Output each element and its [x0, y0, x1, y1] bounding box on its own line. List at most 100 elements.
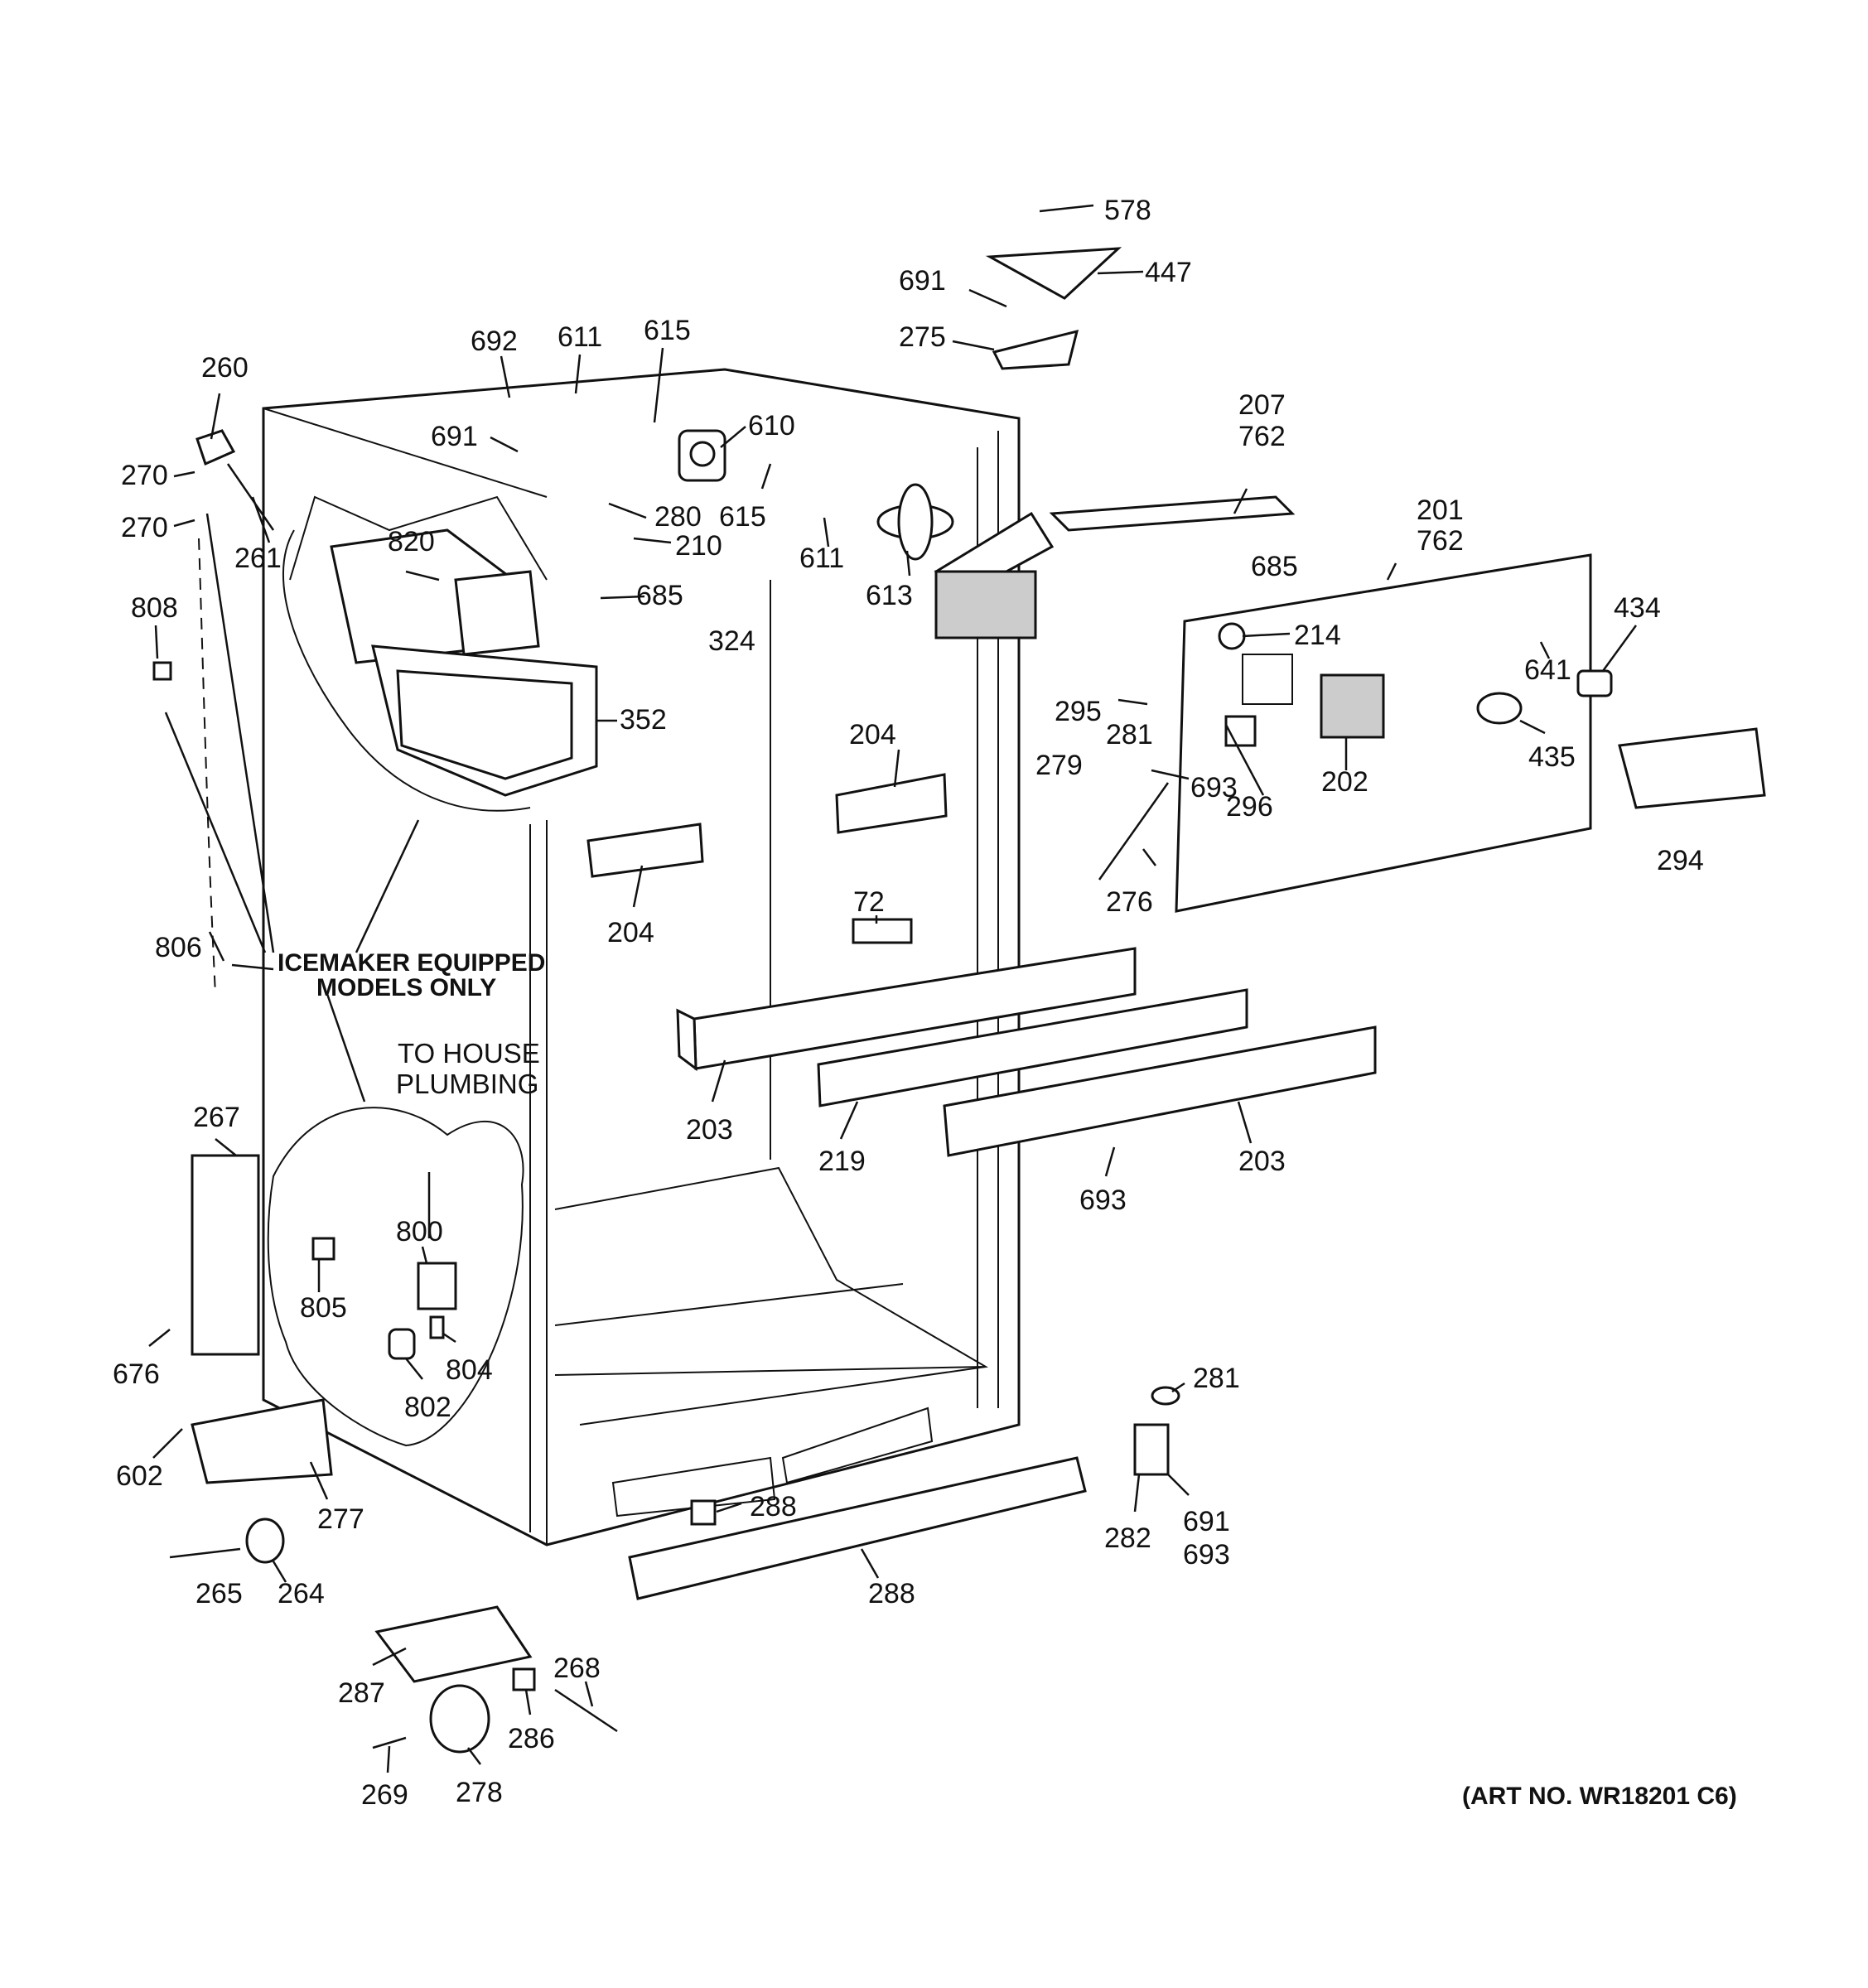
- callout-806: 806: [155, 932, 202, 963]
- callout-808: 808: [131, 592, 178, 624]
- light-bulb-435: [1476, 692, 1523, 725]
- water-line-806: [198, 538, 216, 995]
- callout-435: 435: [1528, 741, 1576, 773]
- callout-286: 286: [508, 1723, 555, 1754]
- callout-276: 276: [1106, 886, 1153, 918]
- callout-264: 264: [278, 1578, 325, 1609]
- water-valve-800: [417, 1262, 457, 1310]
- callout-278: 278: [456, 1777, 503, 1808]
- callout-611-top: 611: [558, 321, 602, 353]
- roller-278: [429, 1684, 490, 1754]
- callout-296: 296: [1226, 791, 1273, 823]
- callout-613: 613: [866, 580, 913, 611]
- fan-blade-613: [876, 483, 954, 561]
- callout-260: 260: [201, 352, 249, 384]
- evaporator-fan-motor-610: [678, 429, 726, 482]
- callout-804: 804: [446, 1354, 493, 1386]
- light-shield-294: [1618, 727, 1766, 809]
- callout-602: 602: [116, 1460, 163, 1492]
- icemaker-note-line2: MODELS ONLY: [316, 974, 496, 1001]
- callout-265: 265: [195, 1578, 243, 1609]
- bracket-802: [388, 1328, 416, 1360]
- mullion-219: [817, 988, 1248, 1107]
- fan-shroud: [934, 570, 1037, 639]
- callout-labels: 578 447 691 275 692 611 615 610 691 615 …: [113, 195, 1704, 1811]
- light-socket-434: [1576, 669, 1613, 697]
- pin-269: [372, 1736, 407, 1749]
- icemaker-note: ICEMAKER EQUIPPED MODELS ONLY: [278, 949, 545, 1001]
- callout-287: 287: [338, 1677, 385, 1709]
- axle-265: [169, 1547, 241, 1559]
- callout-282: 282: [1104, 1522, 1151, 1554]
- callout-691-hinge: 691: [1183, 1506, 1230, 1537]
- callout-685-right: 685: [1251, 551, 1298, 582]
- switch-296: [1224, 715, 1257, 747]
- roller-264: [245, 1518, 285, 1564]
- roller-mount-287: [374, 1605, 533, 1683]
- icemaker-note-line1: ICEMAKER EQUIPPED: [278, 949, 545, 977]
- callout-447: 447: [1145, 257, 1192, 288]
- bracket-204-right: [835, 773, 948, 834]
- top-hinge-275: [992, 329, 1079, 370]
- callout-434: 434: [1614, 592, 1661, 624]
- callout-295: 295: [1055, 696, 1102, 727]
- plumbing-detail-bubble: [267, 1107, 524, 1447]
- hinge-cover-447: [985, 247, 1122, 300]
- clamp-805: [311, 1237, 335, 1261]
- heater-72: [852, 918, 913, 944]
- callout-693-panel: 693: [1190, 772, 1238, 803]
- panel-267: [191, 1154, 260, 1356]
- callout-207: 207: [1238, 389, 1286, 421]
- callout-280: 280: [654, 501, 702, 533]
- callout-202: 202: [1321, 766, 1368, 798]
- callout-685-left: 685: [636, 580, 683, 611]
- callout-270-lower: 270: [121, 512, 168, 543]
- button-214: [1218, 622, 1246, 650]
- callout-72: 72: [853, 886, 885, 918]
- callout-279: 279: [1035, 750, 1083, 781]
- clip-288: [690, 1499, 717, 1526]
- ice-bucket-352: [371, 644, 598, 797]
- callout-203-left: 203: [686, 1114, 733, 1146]
- callout-268: 268: [553, 1653, 601, 1684]
- leader-lines: [148, 204, 1638, 1773]
- callout-214: 214: [1294, 620, 1341, 651]
- mullion-203-lower: [943, 1025, 1377, 1157]
- plumbing-note-line2: PLUMBING: [396, 1069, 538, 1099]
- callout-352: 352: [620, 704, 667, 736]
- tube-261: [226, 463, 275, 531]
- callout-693-hinge: 693: [1183, 1539, 1230, 1571]
- callout-691-top: 691: [899, 265, 946, 297]
- clip-808: [152, 661, 172, 681]
- callout-762-panel: 762: [1417, 525, 1464, 557]
- callout-641: 641: [1524, 654, 1571, 686]
- callout-611-mid: 611: [799, 543, 844, 574]
- bracket-204-left: [586, 823, 704, 878]
- callout-802: 802: [404, 1392, 451, 1423]
- bottom-hinge-282: [1133, 1423, 1170, 1476]
- art-number: (ART NO. WR18201 C6): [1462, 1783, 1737, 1810]
- callout-204-right: 204: [849, 719, 896, 750]
- icemaker-outline: [282, 529, 531, 812]
- callout-201: 201: [1417, 495, 1464, 526]
- callout-762-upper: 762: [1238, 421, 1286, 452]
- callout-610: 610: [748, 410, 795, 442]
- callout-693-mullion: 693: [1079, 1185, 1127, 1216]
- callout-615-top: 615: [644, 315, 691, 346]
- mullion-203-upper: [676, 947, 1137, 1072]
- callout-210: 210: [675, 530, 722, 562]
- callout-219: 219: [818, 1146, 866, 1177]
- callout-294: 294: [1657, 845, 1704, 876]
- callout-578: 578: [1104, 195, 1151, 226]
- callout-269: 269: [361, 1779, 408, 1811]
- callout-324: 324: [708, 625, 755, 657]
- callout-805: 805: [300, 1292, 347, 1324]
- callout-676: 676: [113, 1358, 160, 1390]
- callout-288-clip: 288: [750, 1491, 797, 1522]
- callout-261: 261: [234, 543, 282, 574]
- screw-268: [554, 1688, 618, 1733]
- icemaker-assembly-820: [289, 495, 548, 664]
- plumbing-note-line1: TO HOUSE: [398, 1038, 540, 1069]
- callout-288-grille: 288: [868, 1578, 915, 1609]
